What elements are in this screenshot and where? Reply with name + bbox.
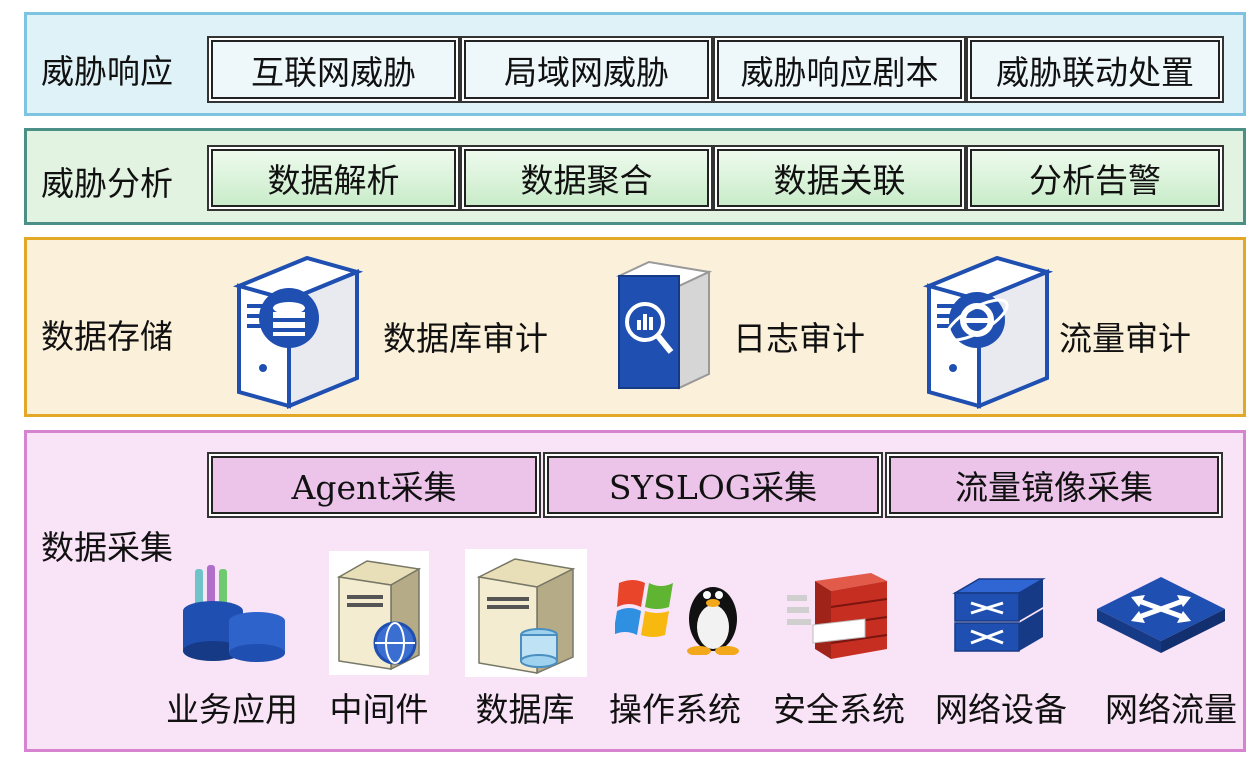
analysis-item-parse: 数据解析 <box>211 149 456 207</box>
log-search-icon <box>615 260 713 390</box>
source-label-security: 安全系统 <box>773 690 905 729</box>
source-label-network-traffic: 网络流量 <box>1105 690 1237 729</box>
traffic-server-icon <box>922 255 1054 409</box>
windows-linux-icon <box>615 580 739 655</box>
layer-title-collection: 数据采集 <box>41 528 173 567</box>
source-label-os: 操作系统 <box>609 690 741 729</box>
storage-label-log-audit: 日志审计 <box>733 319 865 358</box>
database-server-icon <box>232 255 364 409</box>
analysis-item-aggregate: 数据聚合 <box>464 149 709 207</box>
firewall-icon <box>787 573 888 659</box>
layer-title-storage: 数据存储 <box>41 317 173 356</box>
analysis-item-correlate: 数据关联 <box>717 149 962 207</box>
storage-label-db-audit: 数据库审计 <box>383 319 548 358</box>
storage-label-traffic-audit: 流量审计 <box>1059 319 1191 358</box>
source-label-middleware: 中间件 <box>329 690 429 729</box>
source-label-business-app: 业务应用 <box>166 690 298 729</box>
layer-data-collection: 数据采集 Agent采集 SYSLOG采集 流量镜像采集 业务应用 中间件 <box>24 430 1246 752</box>
layer-data-storage: 数据存储 数据库审计 日志审计 流量 <box>24 237 1246 417</box>
response-item-playbook: 威胁响应剧本 <box>717 40 962 99</box>
collect-method-agent: Agent采集 <box>211 456 537 514</box>
layer-title-analysis: 威胁分析 <box>41 164 173 203</box>
collect-method-syslog: SYSLOG采集 <box>547 456 879 514</box>
response-item-linkage: 威胁联动处置 <box>970 40 1220 99</box>
layer-threat-response: 威胁响应 互联网威胁 局域网威胁 威胁响应剧本 威胁联动处置 <box>24 12 1246 116</box>
router-icon <box>1097 577 1225 653</box>
middleware-server-icon <box>329 551 429 675</box>
response-item-internet-threat: 互联网威胁 <box>211 40 456 99</box>
source-label-network-device: 网络设备 <box>935 690 1067 729</box>
source-label-database: 数据库 <box>475 690 575 729</box>
layer-title-response: 威胁响应 <box>41 52 173 91</box>
collect-method-mirror: 流量镜像采集 <box>889 456 1219 514</box>
business-app-database-icon <box>183 565 285 662</box>
layer-threat-analysis: 威胁分析 数据解析 数据聚合 数据关联 分析告警 <box>24 128 1246 225</box>
database-server-icon <box>465 549 587 677</box>
analysis-item-alert: 分析告警 <box>970 149 1220 207</box>
response-item-lan-threat: 局域网威胁 <box>464 40 709 99</box>
network-switch-icon <box>952 578 1046 652</box>
